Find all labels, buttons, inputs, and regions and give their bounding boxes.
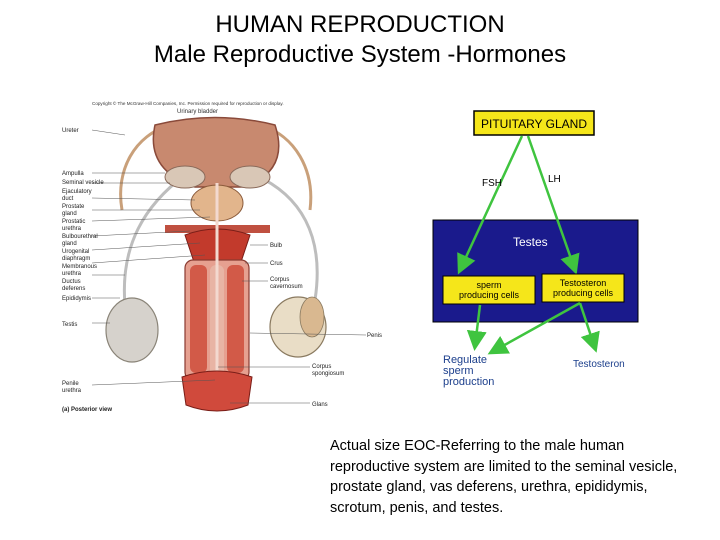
arrow-to-testosteron	[578, 302, 600, 353]
label-ductus: Ductus	[62, 279, 81, 285]
ductus-deferens-left	[122, 173, 186, 306]
arrow-to-regulate	[466, 304, 487, 351]
testes-label: Testes	[513, 235, 548, 249]
seminal-vesicle-left	[164, 165, 206, 189]
sperm-producing-cells-box	[442, 275, 536, 305]
testosteron-cells-line-1: Testosteron	[560, 278, 607, 288]
sperm-cells-line-1: sperm	[476, 280, 501, 290]
label-urethra-2: urethra	[62, 271, 82, 277]
seminal-vesicle-right	[229, 165, 271, 189]
anatomy-illustration: Copyright © The McGraw-Hill Companies, I…	[62, 100, 382, 413]
hormone-diagram: Testes PITUITARY GLAND FSH LH sperm prod…	[432, 110, 639, 388]
label-ampulla: Ampulla	[62, 171, 84, 177]
label-gland-2: gland	[62, 241, 77, 247]
testosteron-producing-cells-box	[541, 273, 625, 303]
fsh-label: FSH	[482, 178, 502, 189]
regulate-line-2: sperm	[443, 365, 474, 377]
regulate-line-1: Regulate	[443, 354, 487, 366]
label-corpus: Corpus	[270, 277, 289, 283]
caption-text: Actual size EOC-Referring to the male hu…	[330, 438, 678, 516]
label-epididymis: Epididymis	[62, 296, 91, 302]
label-membranous: Membranous	[62, 264, 97, 270]
label-urogenital: Urogenital	[62, 249, 89, 255]
feedback-arrow	[487, 301, 581, 355]
view-label: (a) Posterior view	[62, 407, 112, 413]
sperm-cells-line-2: producing cells	[459, 290, 520, 300]
label-bulbourethral: Bulbourethral	[62, 234, 98, 240]
fsh-arrow	[457, 135, 524, 275]
label-glans: Glans	[312, 402, 328, 408]
title-line-1: HUMAN REPRODUCTION	[215, 11, 505, 38]
label-ureter: Ureter	[62, 128, 79, 134]
label-cavernosum: cavernosum	[270, 284, 303, 290]
label-prostatic: Prostatic	[62, 219, 85, 225]
label-crus: Crus	[270, 261, 283, 267]
copyright-notice: Copyright © The McGraw-Hill Companies, I…	[92, 100, 284, 106]
label-seminal-vesicle: Seminal vesicle	[62, 180, 104, 186]
label-gland: gland	[62, 211, 77, 217]
testosteron-cells-line-2: producing cells	[553, 288, 614, 298]
ductus-deferens-right	[254, 173, 319, 301]
label-spongiosum: spongiosum	[312, 371, 344, 377]
regulate-line-3: production	[443, 376, 494, 388]
corpus-cavernosum-left	[190, 265, 207, 373]
label-deferens: deferens	[62, 286, 85, 292]
slide-title: HUMAN REPRODUCTION Male Reproductive Sys…	[0, 10, 720, 70]
label-penile: Penile	[62, 381, 79, 387]
epididymis-right	[299, 296, 325, 338]
lh-label: LH	[548, 174, 561, 185]
testis-left	[105, 297, 159, 363]
title-line-2: Male Reproductive System -Hormones	[153, 41, 567, 68]
lh-arrow	[526, 135, 580, 275]
glans	[181, 370, 253, 412]
pituitary-gland-box	[473, 110, 595, 136]
pituitary-gland-label: PITUITARY GLAND	[481, 117, 587, 131]
label-bulb: Bulb	[270, 243, 283, 249]
label-testis: Testis	[62, 322, 77, 328]
label-diaphragm: diaphragm	[62, 256, 90, 262]
label-duct: duct	[62, 196, 74, 202]
label-ejaculatory: Ejaculatory	[62, 189, 92, 195]
corpus-cavernosum-right	[227, 265, 244, 373]
label-urethra: urethra	[62, 226, 82, 232]
label-prostate: Prostate	[62, 204, 85, 210]
label-urinary-bladder: Urinary bladder	[177, 109, 218, 115]
testosteron-output-label: Testosteron	[573, 359, 625, 370]
label-urethra-3: urethra	[62, 388, 82, 394]
label-penis: Penis	[367, 333, 382, 339]
label-corpus-2: Corpus	[312, 364, 331, 370]
